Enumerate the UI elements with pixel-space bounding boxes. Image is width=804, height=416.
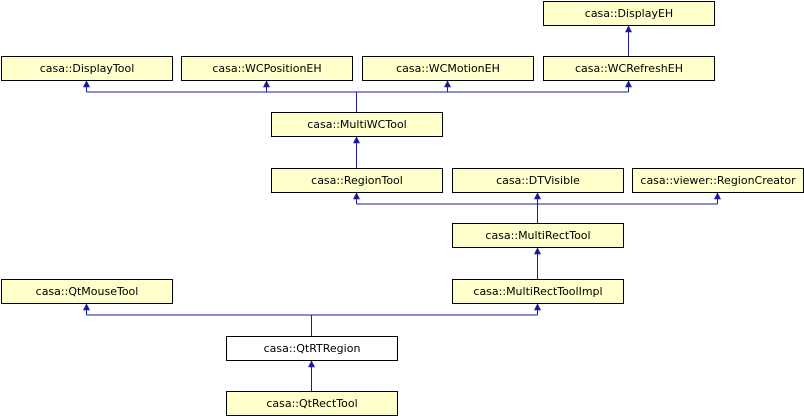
class-box <box>362 56 534 81</box>
class-box <box>543 56 715 81</box>
class-box <box>271 112 443 137</box>
class-node-qt-mouse-tool[interactable]: casa::QtMouseTool <box>1 279 173 304</box>
class-label: casa::MultiRectToolImpl <box>473 285 602 298</box>
class-node-multi-rect-tool-impl[interactable]: casa::MultiRectToolImpl <box>452 279 624 304</box>
class-box <box>543 1 715 26</box>
class-node-wc-refresh-eh[interactable]: casa::WCRefreshEH <box>543 56 715 81</box>
class-box <box>226 391 398 416</box>
class-box <box>452 168 624 193</box>
class-box <box>1 279 173 304</box>
class-label: casa::WCMotionEH <box>396 62 500 75</box>
class-label: casa::QtMouseTool <box>36 285 139 298</box>
class-box <box>1 56 173 81</box>
inheritance-edges <box>83 25 721 391</box>
class-label: casa::WCPositionEH <box>212 62 321 75</box>
class-node-qt-rt-region[interactable]: casa::QtRTRegion <box>226 336 398 361</box>
class-node-display-eh[interactable]: casa::DisplayEH <box>543 1 715 26</box>
class-box <box>181 56 353 81</box>
class-node-region-creator[interactable]: casa::viewer::RegionCreator <box>632 168 804 193</box>
class-label: casa::RegionTool <box>311 174 403 187</box>
class-label: casa::MultiWCTool <box>307 118 406 131</box>
class-node-multi-wc-tool[interactable]: casa::MultiWCTool <box>271 112 443 137</box>
class-node-wc-position-eh[interactable]: casa::WCPositionEH <box>181 56 353 81</box>
class-node-display-tool[interactable]: casa::DisplayTool <box>1 56 173 81</box>
class-box <box>271 168 443 193</box>
class-node-qt-rect-tool[interactable]: casa::QtRectTool <box>226 391 398 416</box>
class-box <box>452 279 624 304</box>
class-node-multi-rect-tool[interactable]: casa::MultiRectTool <box>452 223 624 248</box>
class-label: casa::MultiRectTool <box>485 229 590 242</box>
class-label: casa::DisplayTool <box>40 62 135 75</box>
class-label: casa::WCRefreshEH <box>575 62 683 75</box>
class-label: casa::DisplayEH <box>585 7 673 20</box>
class-node-wc-motion-eh[interactable]: casa::WCMotionEH <box>362 56 534 81</box>
class-box <box>226 336 398 361</box>
class-box <box>632 168 804 193</box>
class-label: casa::QtRectTool <box>266 397 357 410</box>
class-label: casa::viewer::RegionCreator <box>640 174 796 187</box>
class-label: casa::DTVisible <box>496 174 580 187</box>
class-box <box>452 223 624 248</box>
class-node-dt-visible[interactable]: casa::DTVisible <box>452 168 624 193</box>
class-label: casa::QtRTRegion <box>264 342 361 355</box>
class-node-region-tool[interactable]: casa::RegionTool <box>271 168 443 193</box>
